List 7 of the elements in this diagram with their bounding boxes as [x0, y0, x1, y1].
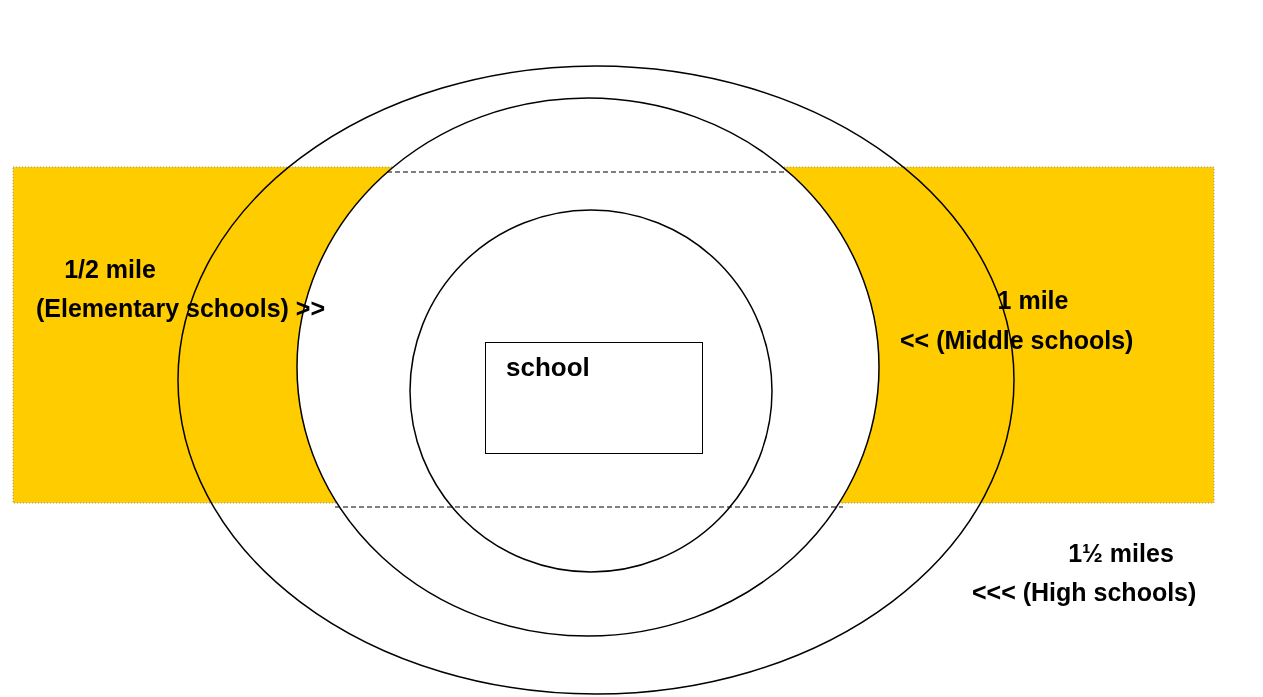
distance-label: <<< (High schools) [972, 577, 1198, 608]
distance-ring [296, 97, 880, 637]
distance-ring [409, 209, 773, 573]
box-label: school [506, 351, 591, 384]
distance-label: 1/2 mile [63, 254, 157, 285]
school-box [485, 342, 703, 454]
distance-label: 1½ miles [1067, 538, 1175, 569]
